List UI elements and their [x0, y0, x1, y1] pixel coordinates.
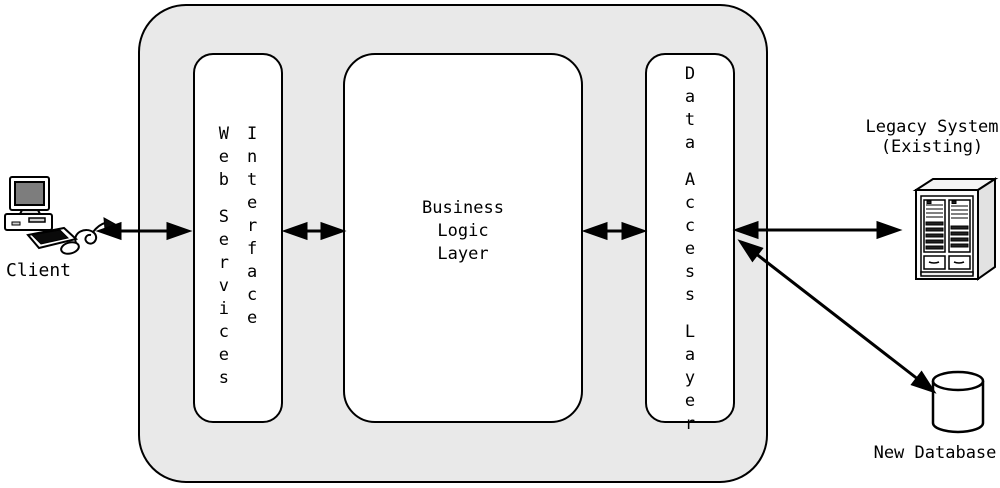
- node-business-logic-layer: Business Logic Layer: [343, 53, 583, 423]
- monitor-screen: [14, 181, 45, 206]
- server-side-face: [977, 177, 996, 281]
- mouse: [60, 241, 80, 255]
- client-label: Client: [6, 260, 72, 281]
- cylinder-body: [931, 381, 985, 434]
- legacy-system-label: Legacy System (Existing): [865, 117, 999, 157]
- mouse-cable: [74, 229, 98, 245]
- new-database-label: New Database: [873, 443, 997, 463]
- database-cylinder-icon: [931, 370, 985, 434]
- desktop-computer-icon: [4, 176, 116, 255]
- server-icon: [912, 177, 999, 281]
- server-left-bay: [923, 199, 946, 253]
- cylinder-top: [931, 370, 985, 392]
- business-logic-layer-label: Business Logic Layer: [422, 197, 504, 264]
